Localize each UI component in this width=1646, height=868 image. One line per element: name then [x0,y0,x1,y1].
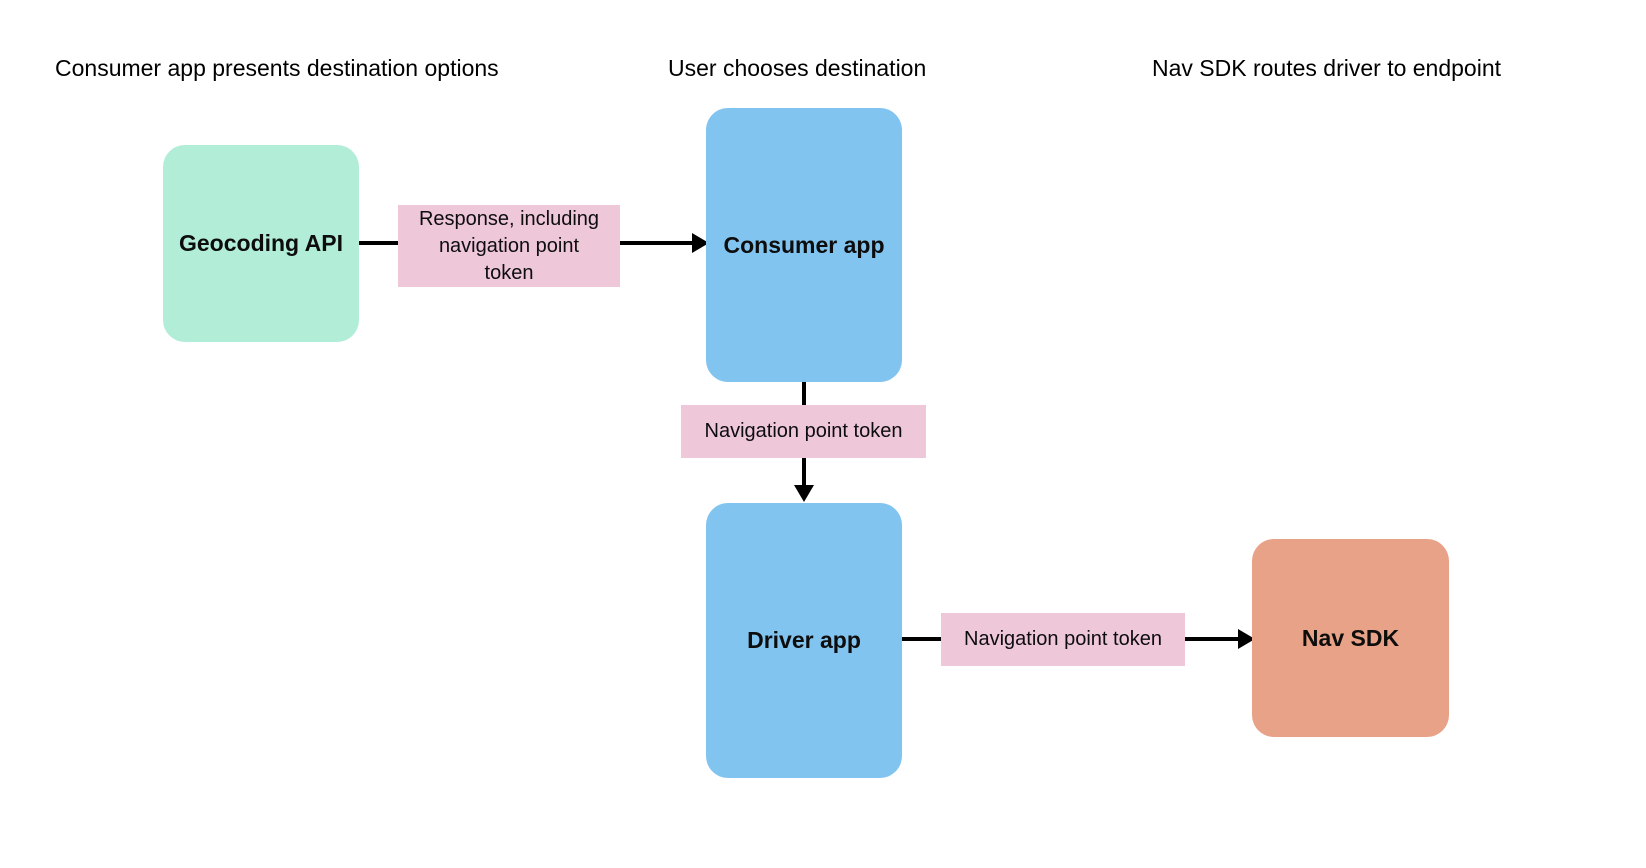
node-geocoding-api-label: Geocoding API [179,230,343,256]
edge-label-text: Navigation point token [964,628,1162,650]
node-nav-sdk[interactable]: Nav SDK [1252,539,1449,737]
arrowhead-right-icon [692,233,709,253]
section-header-stage-2: User chooses destination [668,55,927,81]
arrowhead-down-icon [794,485,814,502]
edge-label-text: Navigation point token [704,420,903,442]
node-geocoding-api[interactable]: Geocoding API [163,145,359,342]
node-consumer-app[interactable]: Consumer app [706,108,902,382]
node-driver-app-label: Driver app [747,627,861,653]
section-header-stage-3: Nav SDK routes driver to endpoint [1152,55,1502,81]
edge-label-driver-to-navsdk: Navigation point token [941,613,1185,666]
node-nav-sdk-label: Nav SDK [1301,624,1400,651]
node-driver-app[interactable]: Driver app [706,503,902,778]
edge-label-consumer-to-driver: Navigation point token [681,405,926,458]
section-header-stage-1: Consumer app presents destination option… [55,55,499,81]
node-consumer-app-label: Consumer app [723,231,885,258]
arrowhead-right-icon [1238,629,1255,649]
